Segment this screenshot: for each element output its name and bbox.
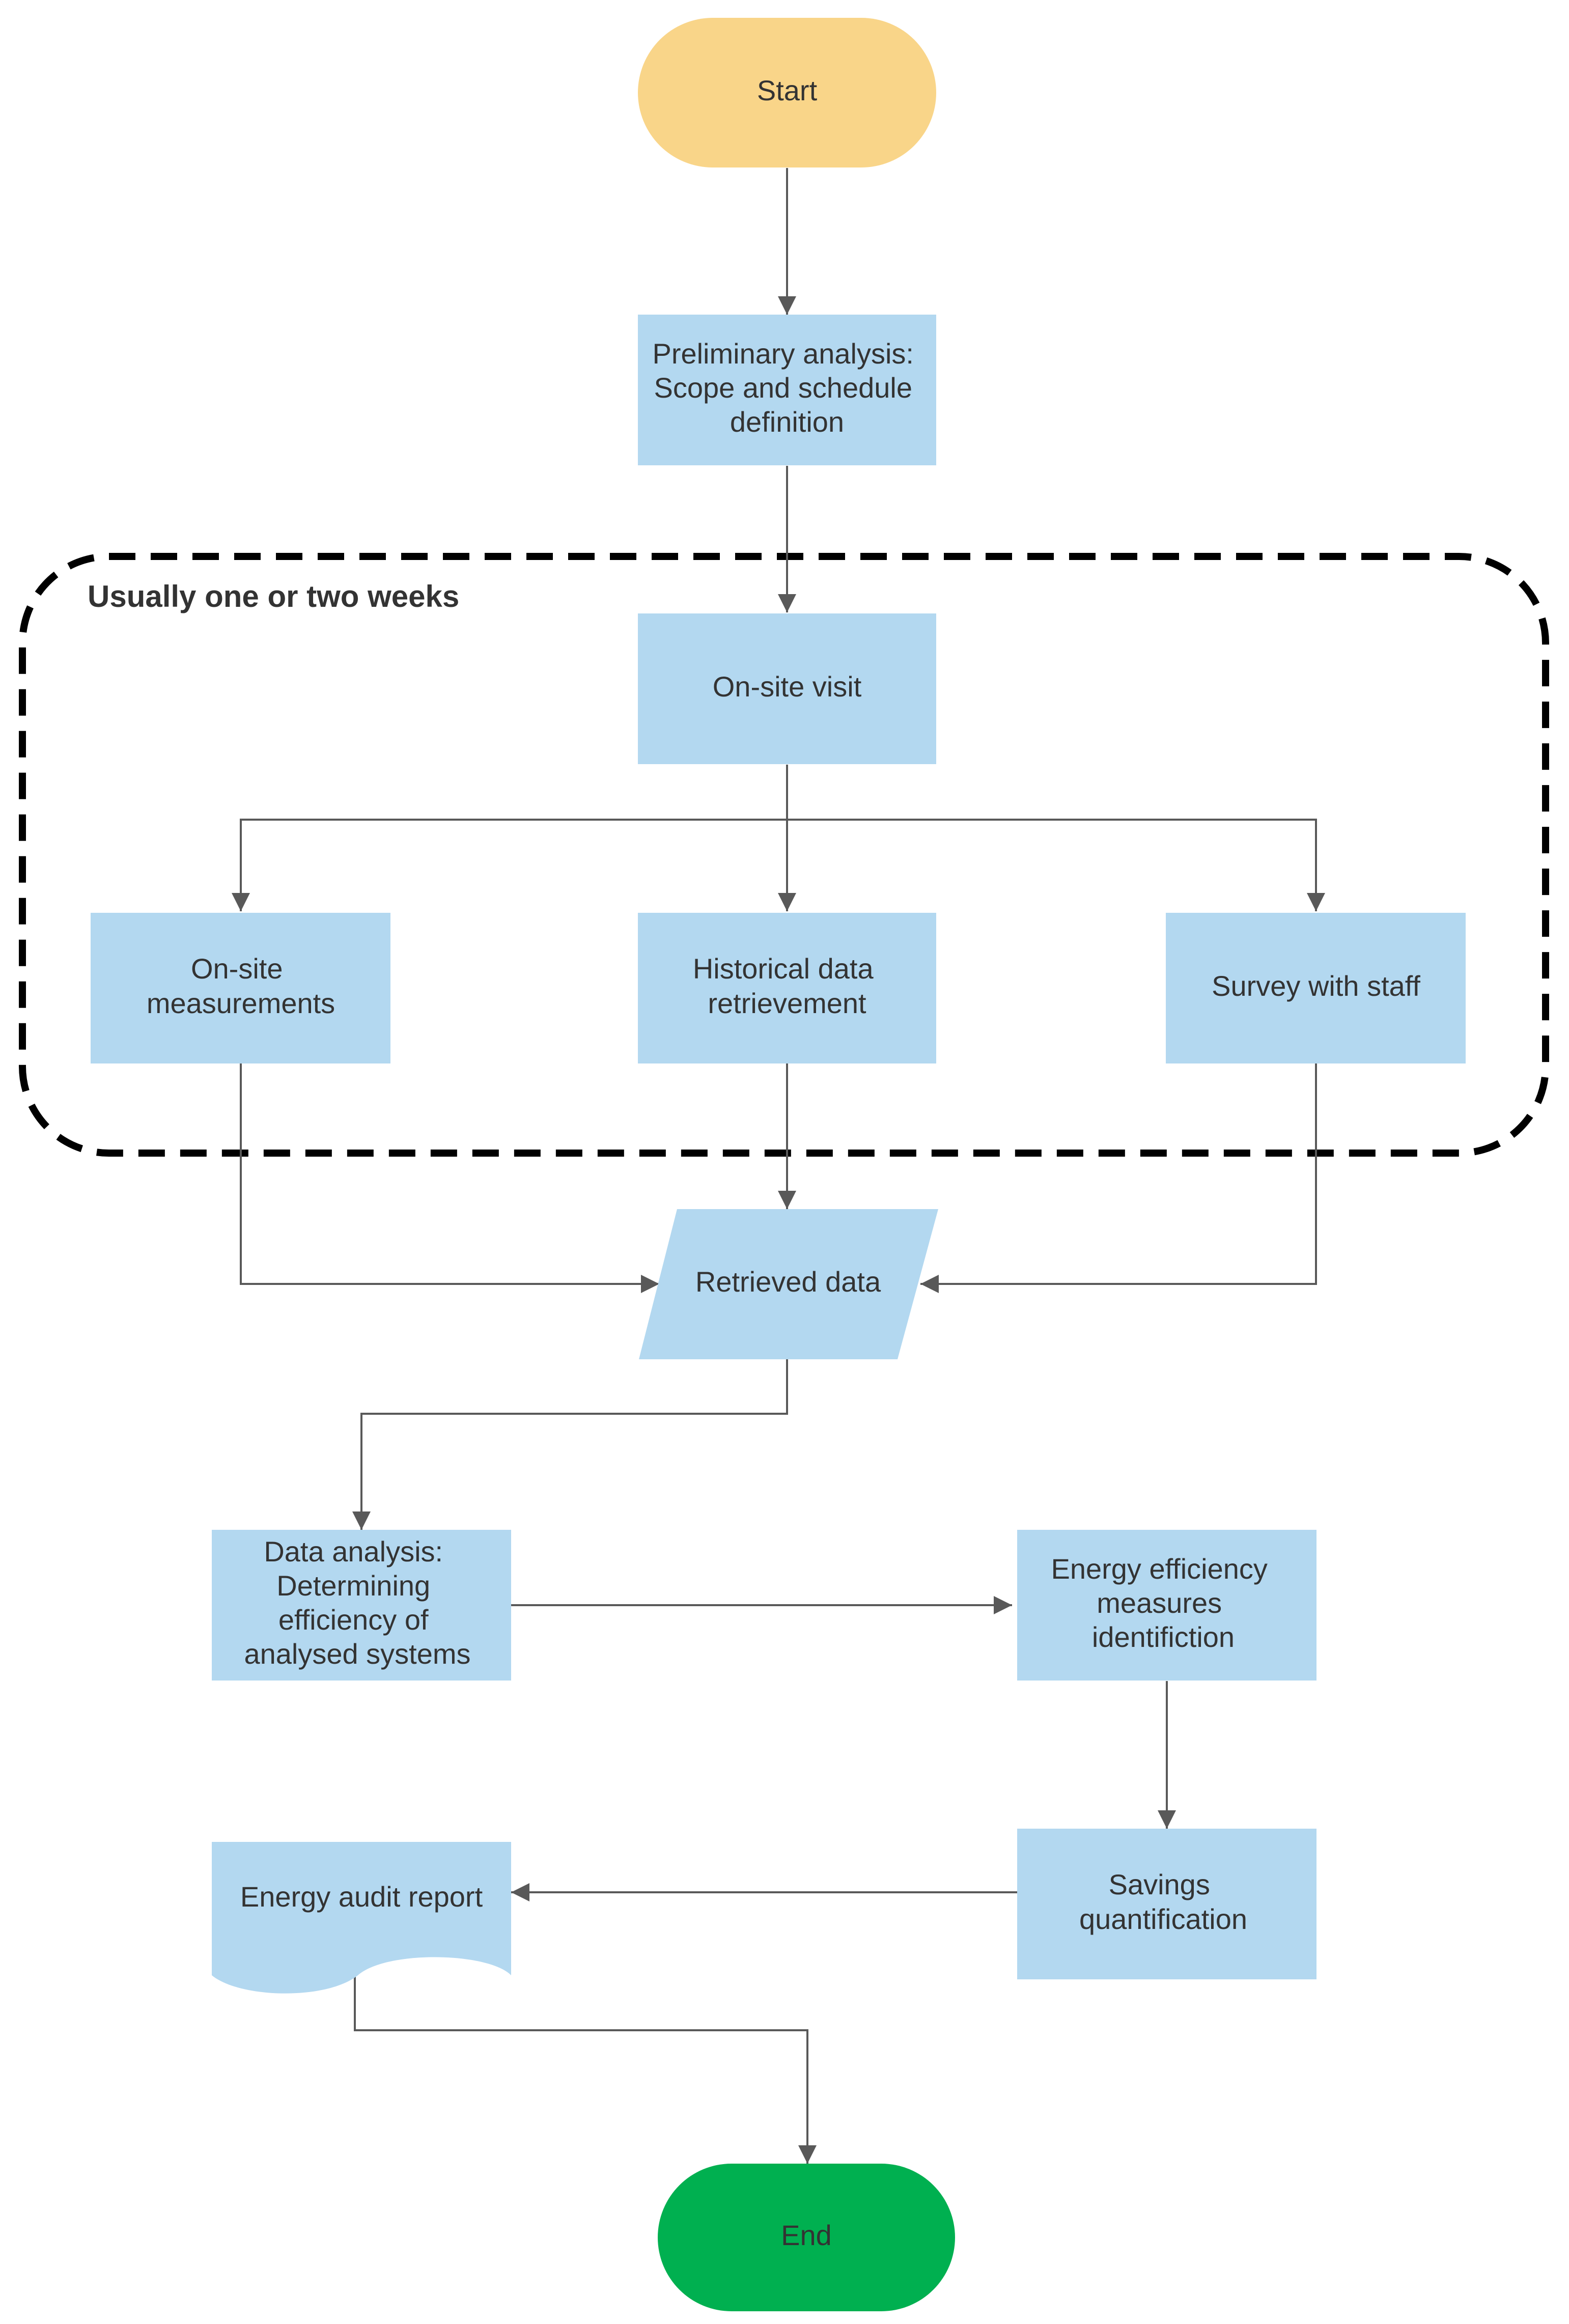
node-report-text: Energy audit report — [240, 1881, 483, 1913]
preliminary-box — [638, 315, 936, 465]
group-boundary — [19, 553, 1549, 1157]
node-savings-text: Savings quantification — [1079, 1868, 1247, 1935]
edge-retrieved-to-analysis — [352, 1359, 788, 1530]
node-survey-with-staff: Survey with staff — [1166, 913, 1466, 1063]
edge-measurements-to-retrieved — [240, 1063, 659, 1293]
onsite-visit-box — [638, 613, 936, 764]
node-retrieved-text: Retrieved data — [695, 1266, 881, 1298]
retrieved-data-parallelogram — [639, 1209, 938, 1359]
node-end: End — [658, 2164, 955, 2311]
report-document-shape — [212, 1842, 511, 1994]
group-label: Usually one or two weeks — [88, 579, 459, 613]
survey-box — [1166, 913, 1466, 1063]
node-onsite-measurements: On-site measurements — [91, 913, 390, 1063]
node-savings: Savings quantification — [1017, 1829, 1316, 1979]
node-preliminary-text: Preliminary analysis: Scope and schedule… — [652, 338, 921, 438]
start-terminator — [638, 18, 936, 167]
node-retrieved-data: Retrieved data — [639, 1209, 938, 1359]
node-energy-audit-report: Energy audit report — [212, 1842, 511, 1994]
node-onsite-visit-text: On-site visit — [713, 670, 862, 703]
node-historical-text: Historical data retrievement — [693, 953, 881, 1019]
node-ee-measures-text: Energy efficiency measures identifiction — [1051, 1553, 1276, 1653]
node-onsite-measurements-text: On-site measurements — [147, 953, 335, 1019]
node-onsite-visit: On-site visit — [638, 613, 936, 764]
node-data-analysis-text: Data analysis: Determining efficiency of… — [244, 1535, 470, 1670]
onsite-measurements-box — [91, 913, 390, 1063]
ee-measures-box — [1017, 1530, 1316, 1681]
data-analysis-box — [212, 1530, 511, 1681]
edge-survey-to-retrieved — [920, 1063, 1317, 1293]
node-ee-measures: Energy efficiency measures identifiction — [1017, 1530, 1316, 1681]
node-start: Start — [638, 18, 936, 167]
node-preliminary-analysis: Preliminary analysis: Scope and schedule… — [638, 315, 936, 465]
savings-box — [1017, 1829, 1316, 1979]
end-terminator — [658, 2164, 955, 2311]
node-end-text: End — [781, 2219, 832, 2251]
edge-report-to-end — [354, 1975, 817, 2164]
node-survey-text: Survey with staff — [1212, 970, 1420, 1002]
node-historical-data: Historical data retrievement — [638, 913, 936, 1063]
edge-visit-to-measurements — [232, 765, 788, 911]
node-start-text: Start — [757, 74, 818, 106]
node-data-analysis: Data analysis: Determining efficiency of… — [212, 1530, 511, 1681]
historical-box — [638, 913, 936, 1063]
edge-visit-to-survey — [787, 819, 1325, 911]
